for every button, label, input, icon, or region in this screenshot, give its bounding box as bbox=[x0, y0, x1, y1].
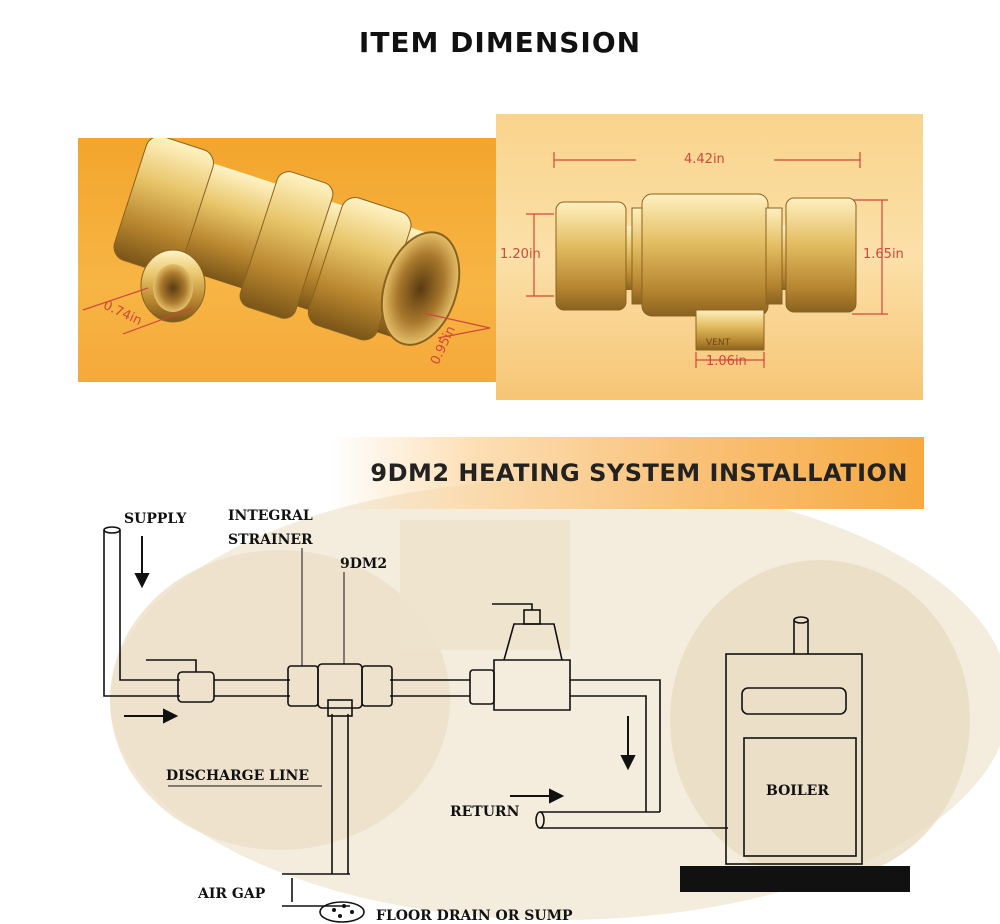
strainer-label-line1: INTEGRAL bbox=[228, 508, 313, 524]
installation-title: 9DM2 HEATING SYSTEM INSTALLATION bbox=[370, 459, 908, 487]
vent-marking: VENT bbox=[706, 338, 731, 348]
page-title: ITEM DIMENSION bbox=[358, 26, 642, 59]
height-left-label: 1.20in bbox=[500, 247, 541, 262]
product-photo-front: 4.42in 1.20in 1.65in 1.06in VENT bbox=[496, 114, 923, 400]
floor-drain-label: FLOOR DRAIN OR SUMP bbox=[376, 908, 573, 924]
air-gap-label: AIR GAP bbox=[198, 886, 266, 902]
height-right-label: 1.65in bbox=[863, 247, 904, 262]
discharge-line-label: DISCHARGE LINE bbox=[166, 768, 310, 784]
supply-label: SUPPLY bbox=[124, 511, 187, 527]
boiler-label: BOILER bbox=[766, 783, 829, 799]
product-photo-angled: 0.74in 0.95in bbox=[78, 138, 496, 382]
valve-front-illustration bbox=[526, 152, 888, 368]
strainer-label-line2: STRAINER bbox=[228, 532, 313, 548]
model-label: 9DM2 bbox=[340, 556, 388, 572]
vent-width-label: 1.06in bbox=[706, 354, 747, 369]
length-label: 4.42in bbox=[684, 152, 725, 167]
valve-angled-illustration bbox=[82, 138, 491, 346]
installation-banner: 9DM2 HEATING SYSTEM INSTALLATION bbox=[330, 437, 924, 509]
return-label: RETURN bbox=[450, 804, 520, 820]
